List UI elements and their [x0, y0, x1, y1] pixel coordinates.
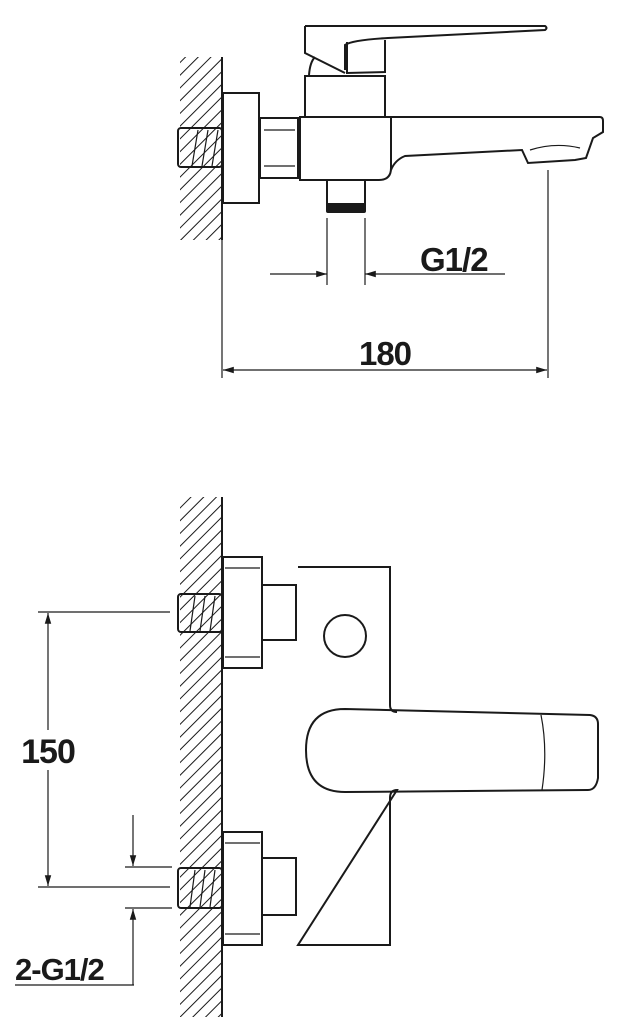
spout — [390, 116, 604, 171]
inlet-thread — [177, 127, 223, 168]
diverter-knob[interactable] — [323, 614, 367, 658]
wall-hatch — [180, 497, 222, 1017]
lever-handle — [304, 25, 548, 76]
upper-inlet — [177, 556, 297, 669]
lower-inlet — [177, 831, 297, 946]
connector-nut — [259, 117, 299, 179]
lever-handle[interactable] — [304, 707, 599, 794]
inlet-thread-label: 2-G1/2 — [15, 952, 104, 987]
mixer-body — [299, 116, 392, 181]
width-dimension-label: 180 — [359, 335, 411, 372]
wall-flange — [222, 92, 260, 204]
outlet-thread — [326, 203, 366, 213]
outlet-thread-label: G1/2 — [420, 241, 488, 278]
inlet-spacing-label: 150 — [21, 733, 75, 771]
cartridge-housing — [304, 75, 386, 118]
outlet-connector — [326, 179, 366, 205]
front-view: 150 2-G1/2 — [15, 497, 599, 1017]
top-view: G1/2 180 — [177, 25, 604, 378]
mixer-body — [296, 566, 399, 946]
wall-hatch — [180, 57, 222, 240]
